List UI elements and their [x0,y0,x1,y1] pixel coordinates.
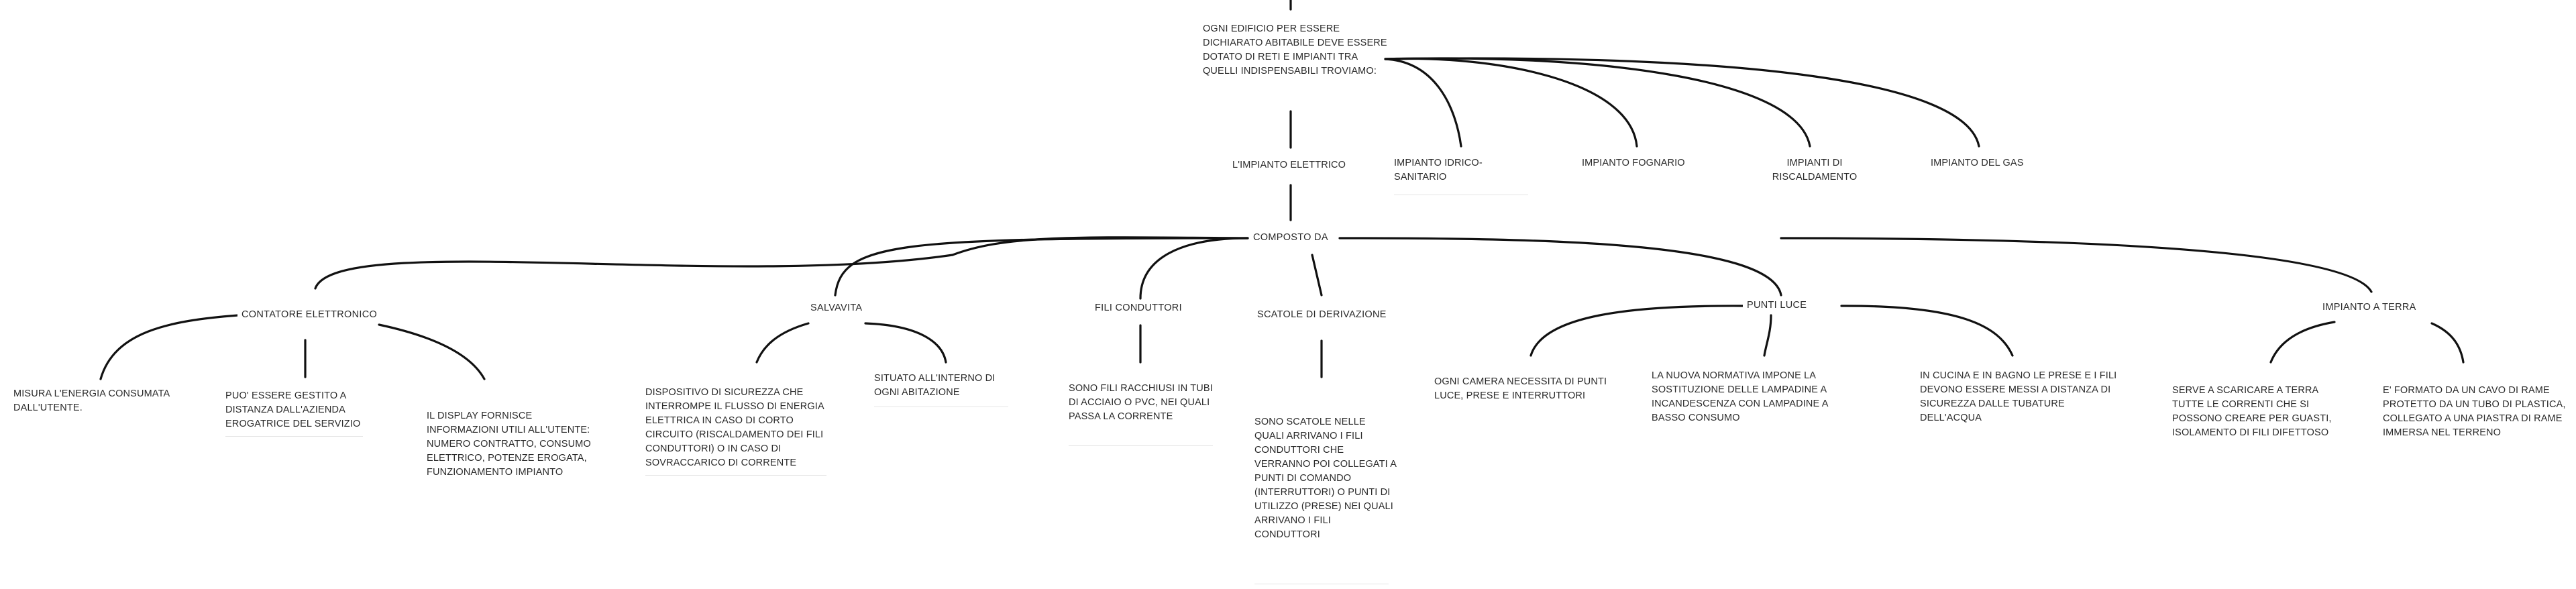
impianto-gas-node: IMPIANTO DEL GAS [1931,158,2024,168]
scatole-derivazione-node: SCATOLE DI DERIVAZIONE [1253,308,1391,321]
connector-line [314,254,954,290]
salvavita-detail: SITUATO ALL'INTERNO DI OGNI ABITAZIONE [874,373,996,398]
divider [645,475,826,476]
contatore-detail: PUO' ESSERE GESTITO A DISTANZA DALL'AZIE… [225,390,361,429]
connector-line [1763,314,1772,357]
contatore-detail: IL DISPLAY FORNISCE INFORMAZIONI UTILI A… [427,411,591,478]
connector-line [99,314,239,380]
divider [225,436,363,437]
impianto-elettrico-node: L'IMPIANTO ELETTRICO [1232,160,1346,170]
divider [1069,445,1213,446]
terra-detail: E' FORMATO DA UN CAVO DI RAME PROTETTO D… [2383,385,2566,438]
punti-luce-detail: IN CUCINA E IN BAGNO LE PRESE E I FILI D… [1920,370,2117,423]
connector-line [1384,58,1462,148]
composto-da-node: COMPOSTO DA [1249,231,1332,244]
fili-detail: SONO FILI RACCHIUSI IN TUBI DI ACCIAIO O… [1069,383,1213,422]
connector-line [755,322,810,364]
punti-luce-detail: OGNI CAMERA NECESSITA DI PUNTI LUCE, PRE… [1434,376,1607,401]
connector-line [2269,321,2336,364]
connector-line [1139,237,1249,300]
terra-detail: SERVE A SCARICARE A TERRA TUTTE LE CORRE… [2172,385,2332,438]
connector-line [2430,322,2465,364]
connector-line [1338,237,1782,297]
connector-line [834,237,1249,297]
punti-luce-detail: LA NUOVA NORMATIVA IMPONE LA SOSTITUZION… [1652,370,1828,423]
impianto-fognario-node: IMPIANTO FOGNARIO [1582,158,1685,168]
impianto-idrico-node: IMPIANTO IDRICO-SANITARIO [1394,158,1483,182]
punti-luce-node: PUNTI LUCE [1743,299,1811,312]
connector-line [864,322,947,364]
contatore-node: CONTATORE ELETTRONICO [237,308,382,321]
connector-line [378,323,486,380]
root-node: OGNI EDIFICIO PER ESSERE DICHIARATO ABIT… [1203,23,1387,76]
contatore-detail: MISURA L'ENERGIA CONSUMATA DALL'UTENTE. [13,388,170,413]
fili-conduttori-node: FILI CONDUTTORI [1091,301,1186,315]
connector-line [1780,237,2373,293]
impianti-riscaldamento-node: IMPIANTI DI RISCALDAMENTO [1772,158,1858,182]
salvavita-node: SALVAVITA [806,301,867,315]
salvavita-detail: DISPOSITIVO DI SICUREZZA CHE INTERROMPE … [645,387,824,468]
scatole-detail: SONO SCATOLE NELLE QUALI ARRIVANO I FILI… [1254,417,1397,540]
connector-line [1311,254,1323,297]
connector-line [1384,57,1980,148]
connector-line [1529,305,1744,357]
impianto-terra-node: IMPIANTO A TERRA [2318,301,2420,314]
connector-line [1840,305,2014,357]
